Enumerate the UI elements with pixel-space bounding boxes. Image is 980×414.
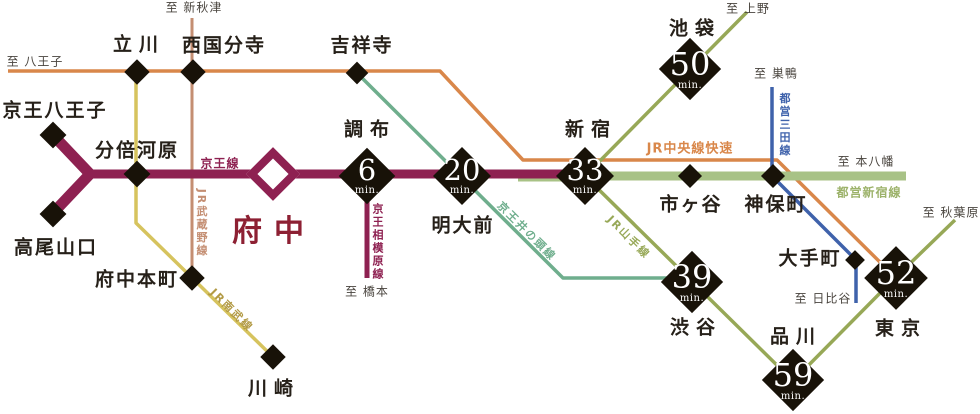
badge-unit: min. bbox=[572, 185, 598, 196]
line-label-toei-mita: 都営三田線 bbox=[778, 92, 791, 158]
line-label-jr-chuo-rapid: JR中央線快速 bbox=[646, 141, 734, 157]
station-label-jimbocho: 神保町 bbox=[744, 193, 808, 216]
badge-unit: min. bbox=[780, 390, 806, 402]
badge-minutes: 59 bbox=[772, 355, 814, 394]
badge-minutes: 50 bbox=[669, 44, 711, 83]
time-badge-meidaimae: 20 min. bbox=[433, 147, 491, 205]
line-path-jr-nambu bbox=[134, 73, 275, 359]
line-path-keio-inokashira bbox=[355, 71, 700, 280]
station-label-shibuya: 渋谷 bbox=[669, 316, 723, 339]
station-label-bubaigawara: 分倍河原 bbox=[94, 139, 180, 162]
station-label-tachikawa: 立川 bbox=[112, 33, 166, 56]
badge-unit: min. bbox=[883, 288, 909, 300]
badge-unit: min. bbox=[354, 185, 380, 196]
station-label-fuchu: 府中 bbox=[232, 214, 316, 249]
station-label-otemachi: 大手町 bbox=[778, 247, 842, 270]
line-path-jr-chuo-rapid bbox=[8, 69, 898, 280]
station-label-keio-hachioji: 京王八王子 bbox=[2, 99, 108, 122]
line-label-jr-musashino: JR武蔵野線 bbox=[195, 188, 208, 258]
time-badge-ikebukuro: 50 min. bbox=[658, 37, 722, 101]
time-badge-shibuya: 39 min. bbox=[660, 250, 724, 314]
badge-minutes: 33 bbox=[566, 153, 604, 187]
destination-label-to-ueno: 至 上野 bbox=[726, 1, 770, 16]
destination-label-to-hashimoto: 至 橋本 bbox=[345, 284, 389, 299]
destination-label-to-motoyawata: 至 本八幡 bbox=[837, 154, 895, 169]
station-label-shinjuku: 新宿 bbox=[564, 118, 618, 141]
line-label-keio-sagamihara: 京王相模原線 bbox=[371, 203, 384, 281]
destination-label-to-akihabara: 至 秋葉原 bbox=[922, 205, 980, 220]
badge-minutes: 20 bbox=[443, 153, 481, 187]
line-label-toei-shinjuku: 都営新宿線 bbox=[836, 185, 902, 200]
destination-label-to-hachioji: 至 八王子 bbox=[6, 54, 64, 69]
station-label-fuchu-hommachi: 府中本町 bbox=[94, 268, 180, 291]
station-label-meidaimae: 明大前 bbox=[431, 214, 495, 237]
line-label-keio: 京王線 bbox=[200, 156, 240, 171]
badge-minutes: 6 bbox=[357, 153, 377, 187]
station-label-kawasaki: 川崎 bbox=[247, 377, 301, 400]
station-label-tokyo: 東京 bbox=[874, 317, 928, 340]
station-label-shinagawa: 品川 bbox=[769, 325, 823, 348]
time-badge-shinjuku: 33 min. bbox=[556, 147, 614, 205]
badge-unit: min. bbox=[679, 292, 705, 304]
time-badge-tokyo: 52 min. bbox=[864, 246, 928, 310]
time-badge-shinagawa: 59 min. bbox=[761, 348, 825, 412]
line-path-keio-branches bbox=[47, 129, 96, 219]
station-label-ikebukuro: 池袋 bbox=[668, 17, 722, 40]
destination-label-to-shin-akitsu: 至 新秋津 bbox=[165, 0, 223, 15]
badge-unit: min. bbox=[677, 79, 703, 91]
destination-label-to-hibiya: 至 日比谷 bbox=[794, 291, 852, 306]
station-label-nishi-kokubunji: 西国分寺 bbox=[181, 34, 267, 57]
badge-minutes: 39 bbox=[671, 257, 713, 296]
destination-label-to-sugamo: 至 巣鴨 bbox=[754, 66, 798, 81]
station-label-takaosanguchi: 高尾山口 bbox=[13, 236, 99, 259]
station-label-ichigaya: 市ヶ谷 bbox=[659, 193, 723, 216]
badge-minutes: 52 bbox=[875, 253, 917, 292]
time-badge-chofu: 6 min. bbox=[338, 147, 396, 205]
line-path-toei-mita bbox=[770, 87, 858, 303]
station-label-chofu: 調布 bbox=[343, 118, 397, 141]
badge-unit: min. bbox=[449, 185, 475, 196]
station-label-kichijoji: 吉祥寺 bbox=[330, 34, 394, 57]
